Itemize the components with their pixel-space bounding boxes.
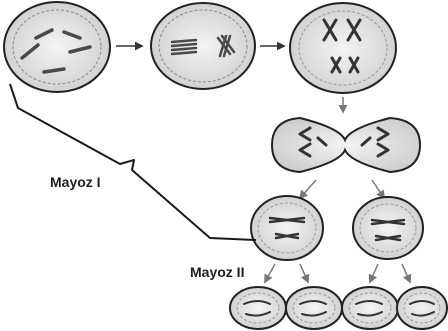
cell-telophase-i	[272, 118, 420, 172]
meiosis-i-bracket	[10, 84, 256, 240]
label-meiosis-i: Mayoz I	[50, 174, 101, 190]
daughter-cell	[230, 287, 286, 329]
cell-prophase-i	[151, 3, 255, 89]
arrows-meiosis-ii	[265, 264, 410, 282]
arrow-5	[372, 180, 384, 198]
cell-interphase	[4, 2, 110, 92]
arrow-4	[300, 180, 316, 198]
cell-meiosis-ii-left	[251, 196, 323, 260]
label-meiosis-ii: Mayoz II	[190, 264, 244, 280]
daughter-cell	[286, 287, 342, 329]
cell-meiosis-ii-right	[353, 197, 423, 259]
cell-metaphase-i	[290, 3, 396, 93]
daughter-cell	[342, 287, 398, 329]
daughter-cell	[397, 287, 447, 329]
